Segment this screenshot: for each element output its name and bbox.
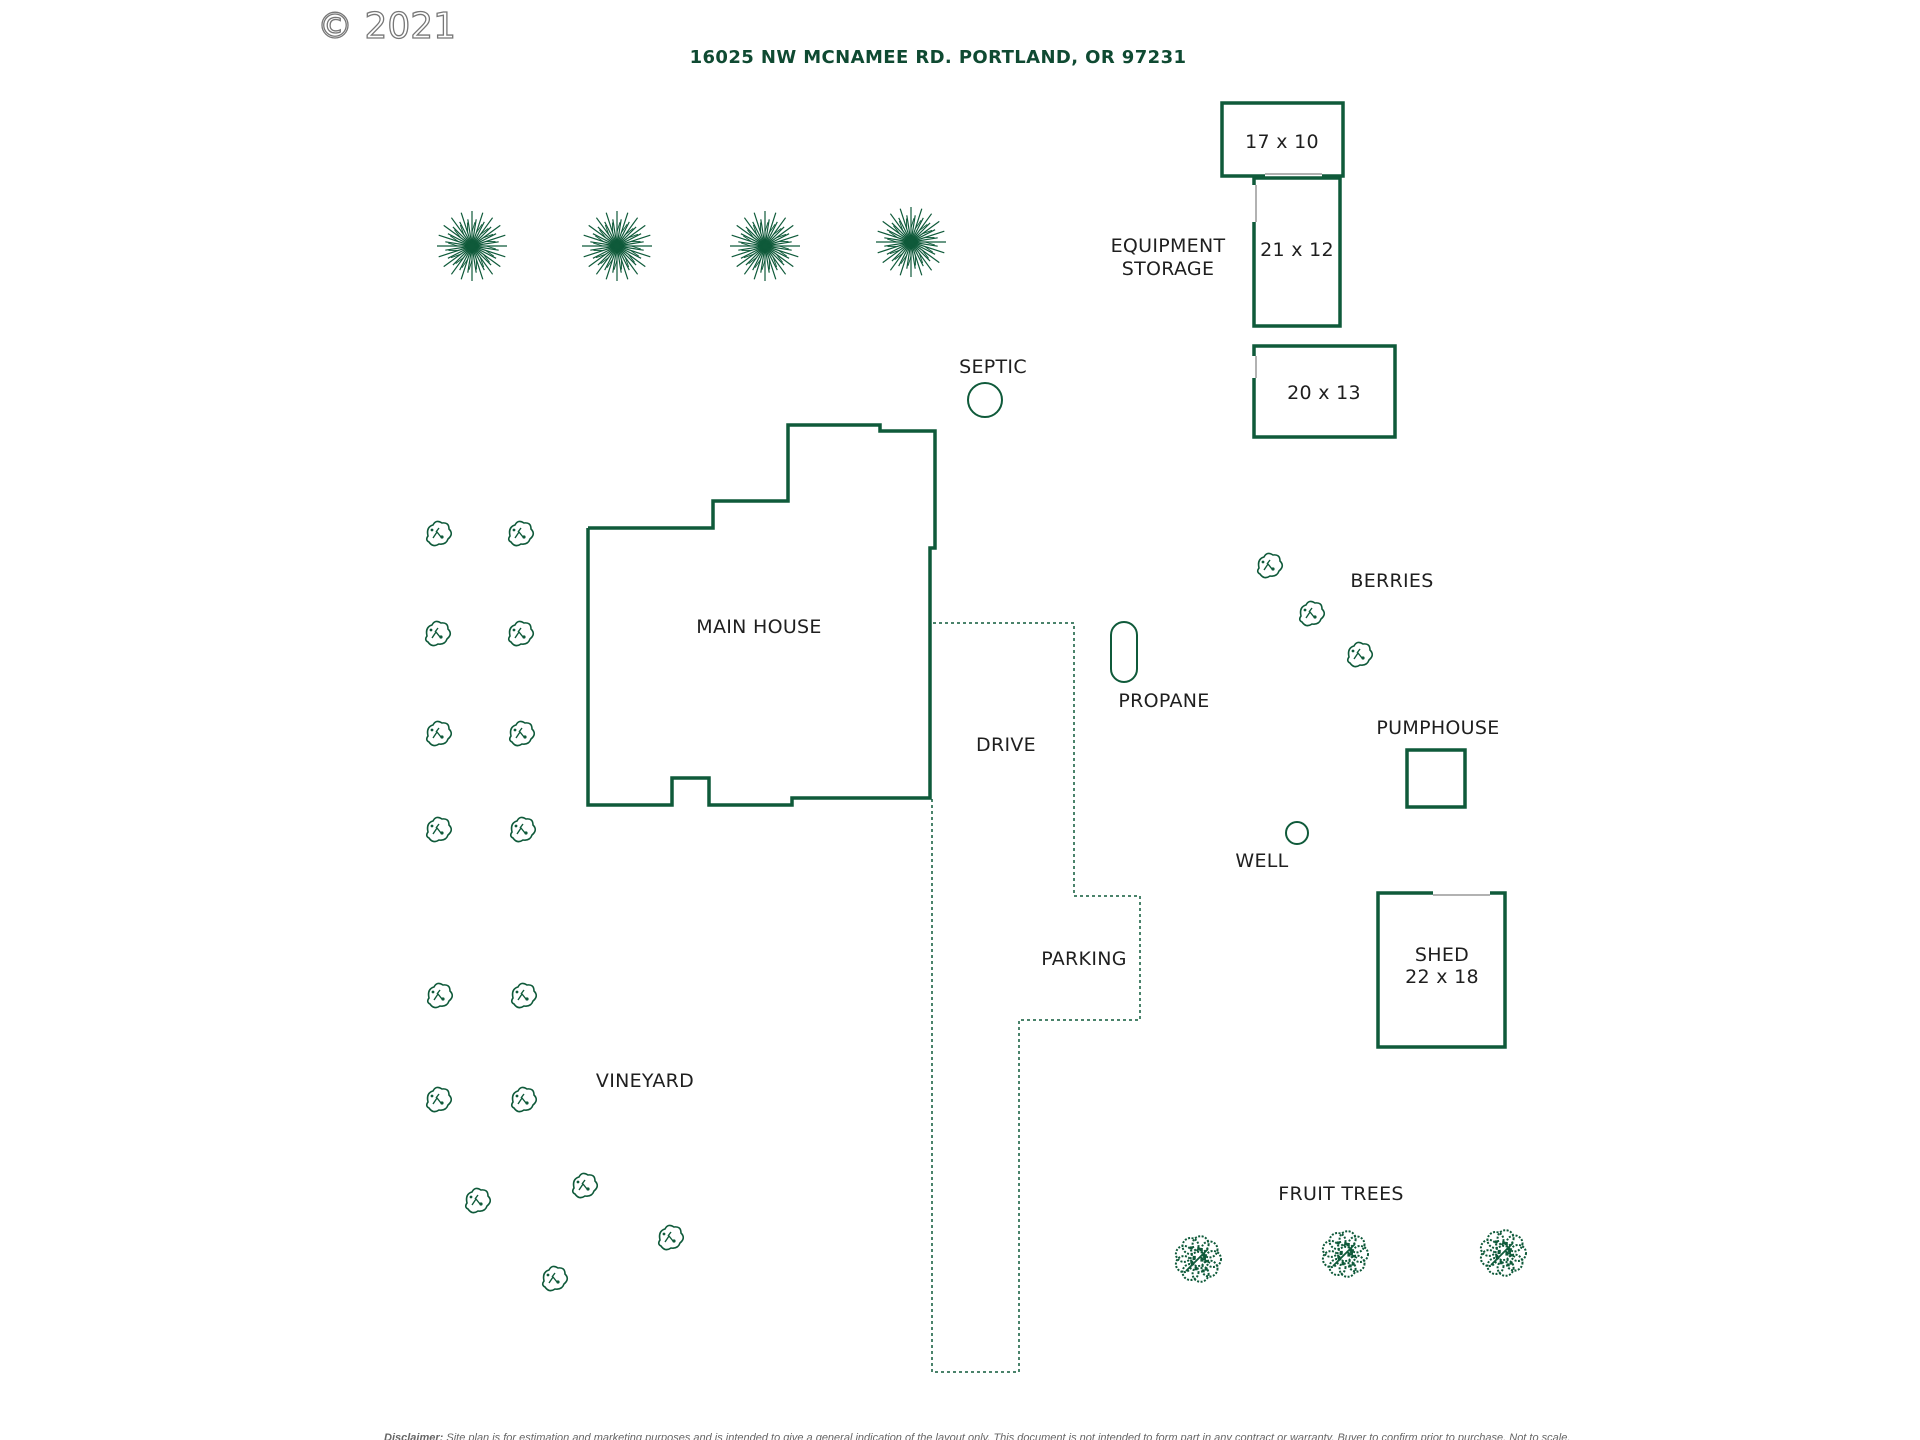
shrub-icon (507, 620, 535, 647)
shrub-icon (425, 816, 453, 843)
propane-tank (1110, 621, 1138, 683)
septic-label: SEPTIC (959, 356, 1027, 378)
shed-label: SHED (1415, 944, 1469, 966)
shrub-icon (510, 1086, 538, 1113)
main-house-footprint (586, 423, 937, 807)
equipment-storage-label-1: EQUIPMENT (1111, 235, 1226, 257)
conifer-tree-icon (730, 211, 800, 281)
conifer-tree-icon (437, 211, 507, 281)
well-marker (1285, 821, 1309, 845)
shrub-icon (424, 620, 452, 647)
fruit-tree-row (1174, 1229, 1527, 1283)
pumphouse-building (1405, 748, 1467, 809)
fruit-trees-label: FRUIT TREES (1278, 1183, 1403, 1205)
shrub-icon (426, 982, 454, 1009)
building-17x10-label: 17 x 10 (1245, 131, 1319, 153)
shrub-icon (425, 720, 453, 747)
shrub-icon (510, 982, 538, 1009)
fruit-tree-icon (1321, 1230, 1369, 1278)
building-21x12-label: 21 x 12 (1260, 239, 1334, 261)
building-20x13-label: 20 x 13 (1287, 382, 1361, 404)
parking-label: PARKING (1041, 948, 1127, 970)
shrub-icon (1256, 552, 1284, 579)
shrub-icon (571, 1172, 599, 1199)
septic-tank (967, 382, 1003, 418)
shrub-icon (1298, 600, 1326, 627)
shrub-icon (541, 1265, 569, 1292)
shrub-icon (657, 1224, 685, 1251)
shed-size-label: 22 x 18 (1405, 966, 1479, 988)
shrub-icon (425, 1086, 453, 1113)
fruit-tree-icon (1174, 1235, 1222, 1283)
disclaimer-heading: Disclaimer: (384, 1432, 444, 1440)
conifer-tree-icon (876, 207, 946, 277)
drive-label: DRIVE (976, 734, 1036, 756)
drive-parking-outline (931, 622, 1141, 1373)
shrub-group (424, 520, 1374, 1292)
conifer-tree-icon (582, 211, 652, 281)
shrub-icon (1346, 641, 1374, 668)
shrub-icon (509, 816, 537, 843)
page-title: 16025 NW MCNAMEE RD. PORTLAND, OR 97231 (690, 47, 1187, 68)
building-21x12 (1252, 176, 1342, 328)
propane-label: PROPANE (1118, 690, 1209, 712)
shrub-icon (425, 520, 453, 547)
main-house-label: MAIN HOUSE (696, 616, 821, 638)
copyright-mark: © 2021 (317, 6, 456, 47)
fruit-tree-icon (1479, 1229, 1527, 1277)
shrub-icon (507, 520, 535, 547)
shrub-icon (508, 720, 536, 747)
equipment-storage-label-2: STORAGE (1122, 258, 1215, 280)
well-label: WELL (1235, 850, 1288, 872)
berries-label: BERRIES (1350, 570, 1433, 592)
vineyard-label: VINEYARD (596, 1070, 694, 1092)
pumphouse-label: PUMPHOUSE (1376, 717, 1499, 739)
disclaimer: Disclaimer: Site plan is for estimation … (384, 1432, 1570, 1440)
disclaimer-text: Site plan is for estimation and marketin… (443, 1432, 1570, 1440)
building-20x13 (1252, 344, 1397, 439)
conifer-tree-row (437, 207, 946, 281)
shrub-icon (464, 1187, 492, 1214)
